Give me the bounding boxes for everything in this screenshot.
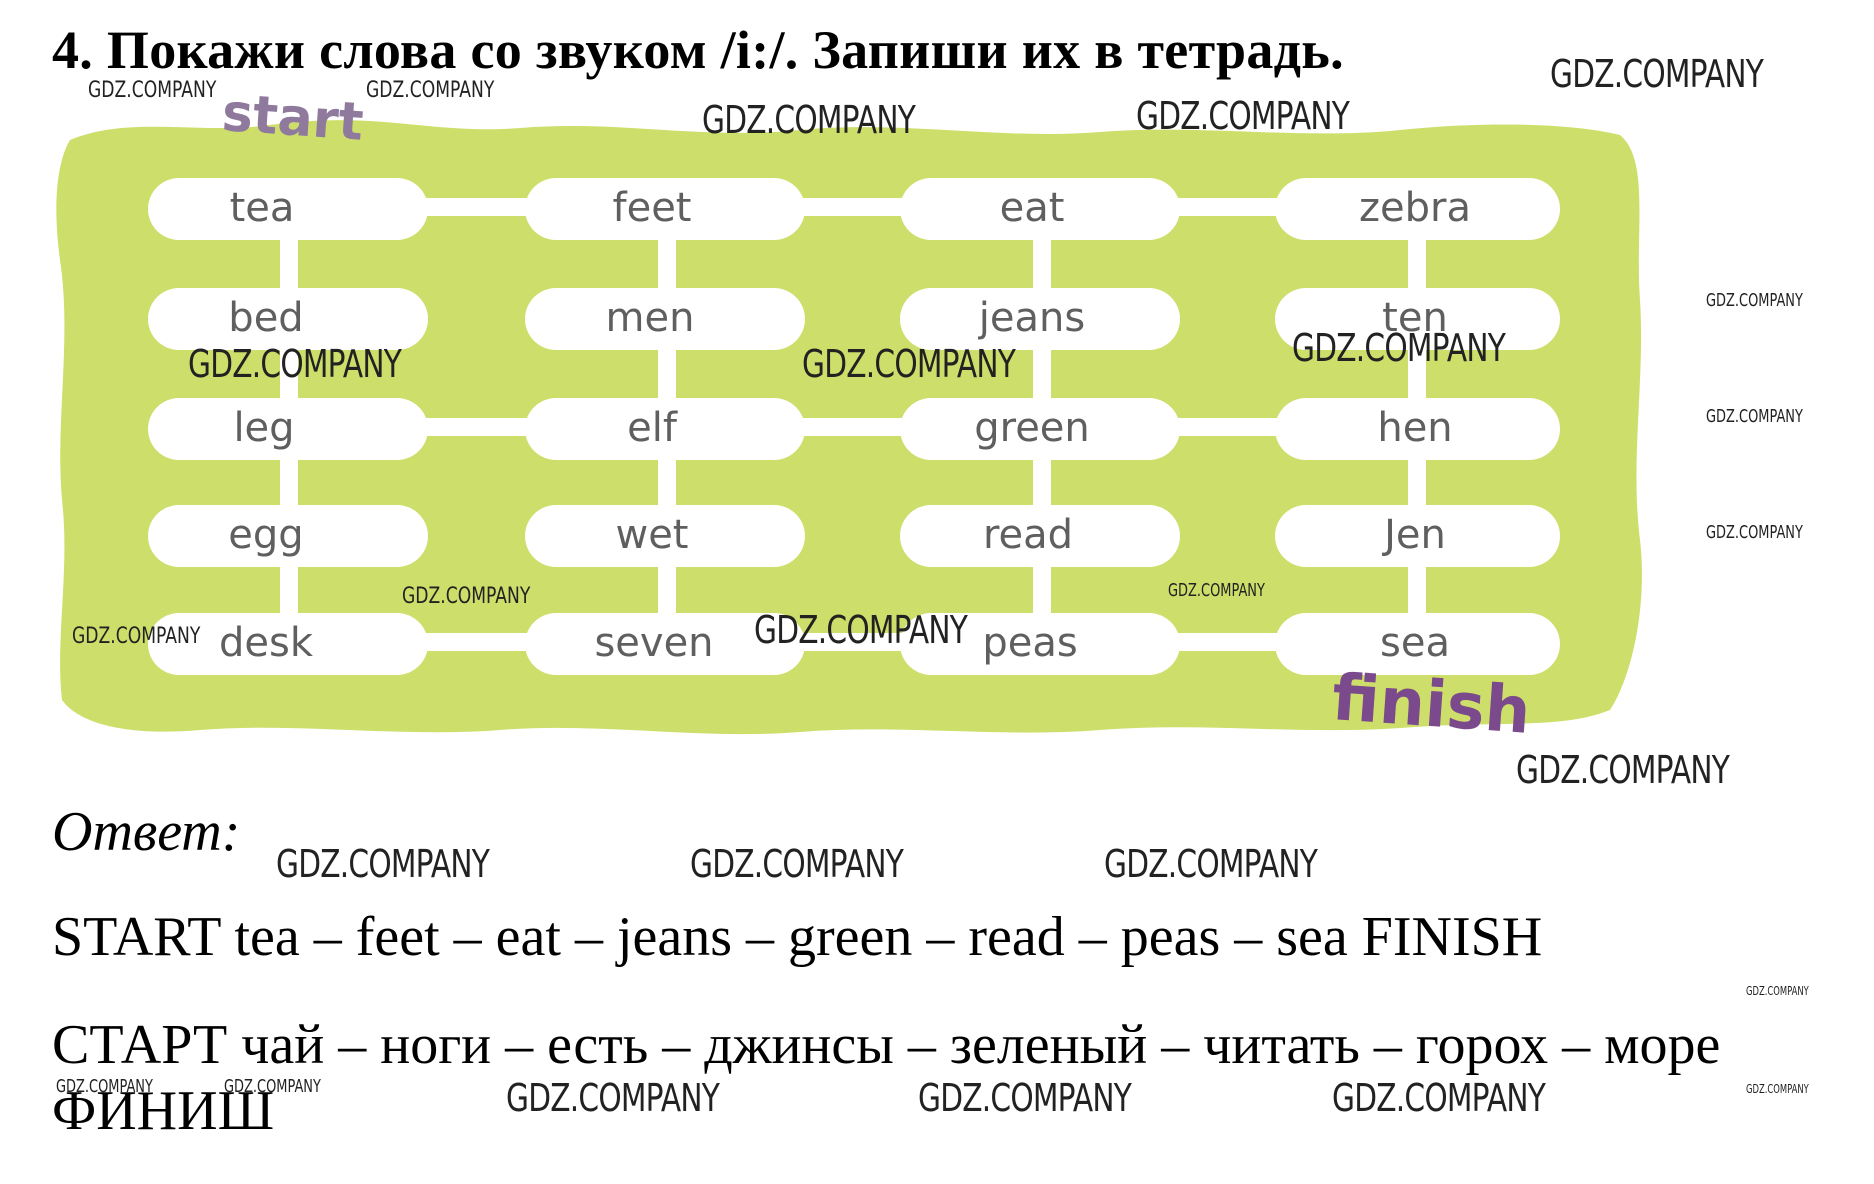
watermark: GDZ.COMPANY [1136,94,1350,138]
maze-word: feet [612,185,692,231]
maze-word: desk [218,620,313,666]
task-title: 4. Покажи слова со звуком /i:/. Запиши и… [52,20,1344,80]
watermark: GDZ.COMPANY [802,342,1016,386]
maze-word: read [982,512,1074,558]
maze-word: jeans [978,295,1086,341]
maze-word: wet [615,512,689,558]
maze-word: eat [999,185,1065,231]
watermark: GDZ.COMPANY [506,1076,720,1120]
watermark: GDZ.COMPANY [88,78,217,103]
watermark: GDZ.COMPANY [366,78,495,103]
maze-word: men [605,295,695,341]
watermark: GDZ.COMPANY [1706,522,1803,543]
maze-word: sea [1380,620,1450,666]
watermark: GDZ.COMPANY [754,608,968,652]
maze-word: peas [982,620,1078,666]
watermark: GDZ.COMPANY [1706,290,1803,311]
watermark: GDZ.COMPANY [72,624,201,649]
maze-word: bed [228,295,304,341]
maze-word: ten [1382,295,1448,341]
maze-word: Jen [1384,512,1446,558]
watermark: GDZ.COMPANY [224,1076,321,1097]
maze-word: elf [627,405,677,451]
watermark: GDZ.COMPANY [1550,52,1764,96]
maze-word: hen [1377,405,1453,451]
watermark: GDZ.COMPANY [1516,748,1730,792]
maze-word: leg [233,405,295,451]
watermark: GDZ.COMPANY [1706,406,1803,427]
watermark: GDZ.COMPANY [1746,984,1809,998]
watermark: GDZ.COMPANY [1292,326,1506,370]
answer-line-ru-end: ФИНИШ [52,1080,275,1142]
maze-word: zebra [1359,185,1471,231]
watermark: GDZ.COMPANY [56,1076,153,1097]
maze-word: green [974,405,1090,451]
maze-word: tea [229,185,295,231]
watermark: GDZ.COMPANY [1746,1082,1809,1096]
answer-label: Ответ: [52,801,241,863]
maze-word: seven [594,620,714,666]
watermark: GDZ.COMPANY [690,842,904,886]
watermark: GDZ.COMPANY [1168,580,1265,601]
answer-line-en: START tea – feet – eat – jeans – green –… [52,906,1543,968]
maze-connectors [280,198,1426,651]
watermark: GDZ.COMPANY [1332,1076,1546,1120]
watermark: GDZ.COMPANY [276,842,490,886]
maze-cells [148,178,1560,675]
word-maze [56,120,1642,735]
finish-label: finish [1329,661,1533,749]
maze-word: egg [228,512,304,558]
answer-line-ru: СТАРТ чай – ноги – есть – джинсы – зелен… [52,1014,1721,1076]
watermark: GDZ.COMPANY [188,342,402,386]
watermark: GDZ.COMPANY [402,584,531,609]
watermark: GDZ.COMPANY [918,1076,1132,1120]
watermark: GDZ.COMPANY [1104,842,1318,886]
start-label: start [220,83,366,153]
watermark: GDZ.COMPANY [702,98,916,142]
